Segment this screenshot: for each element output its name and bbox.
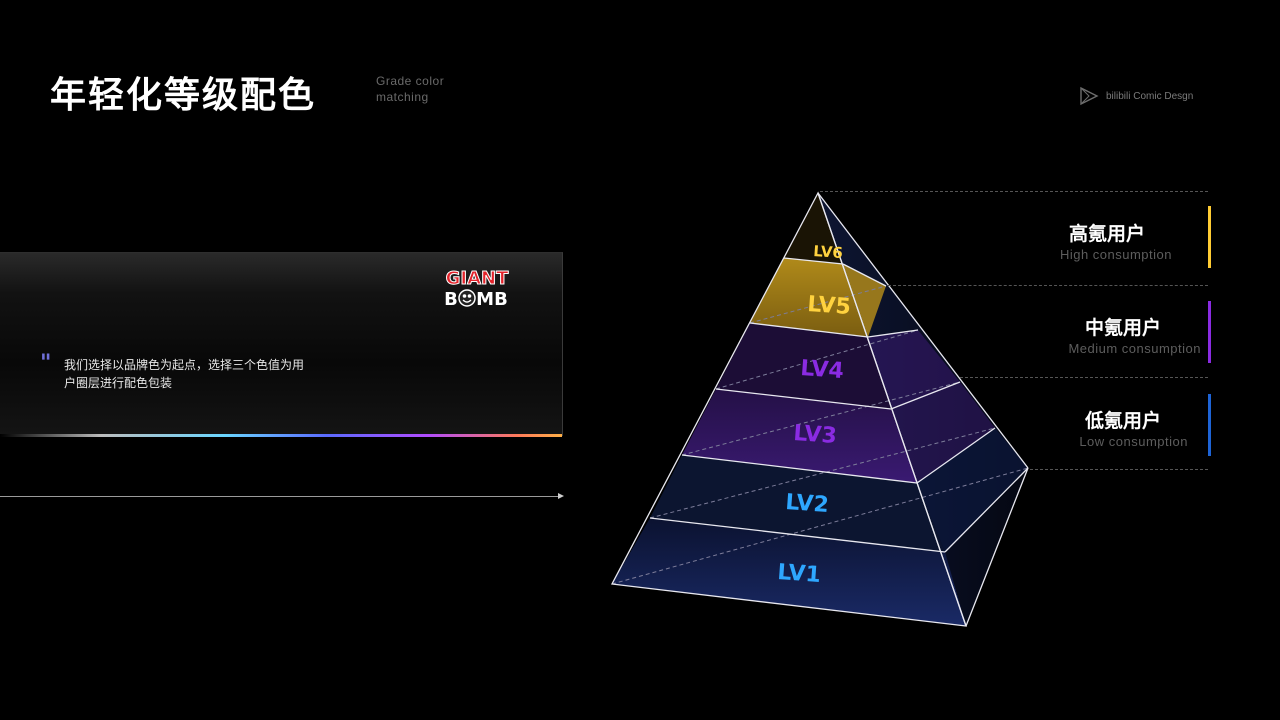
logo-bottom-left-text: B [444, 289, 458, 307]
guide-line-high [888, 285, 1208, 286]
segment-high-title: 高氪用户 [1068, 223, 1145, 245]
segment-low-title: 低氪用户 [1084, 410, 1161, 432]
segment-high-bar [1208, 206, 1211, 268]
timeline-arrow-line [0, 496, 560, 497]
page-title: 年轻化等级配色 [50, 75, 317, 116]
giant-bomb-logo: GIANT B MB [444, 268, 509, 308]
segment-medium-title: 中氪用户 [1084, 317, 1161, 339]
level-label-lv3: LV3 [793, 421, 838, 449]
band-lv3 [682, 389, 917, 483]
brand-label: bilibili Comic Desgn [1106, 90, 1194, 102]
subtitle-line-1: Grade color [376, 74, 445, 88]
level-label-lv6: LV6 [813, 242, 844, 262]
quote-line-2: 户圈层进行配色包装 [64, 376, 173, 390]
band-lv2 [650, 455, 945, 552]
bomb-face-icon [458, 289, 476, 307]
arrow-right-icon [558, 493, 564, 499]
band-lv1 [612, 518, 966, 626]
subtitle-line-2: matching [376, 90, 429, 104]
segment-high-subtitle: High consumption [1059, 247, 1172, 262]
level-label-lv1: LV1 [777, 560, 822, 588]
quote-line-1: 我们选择以品牌色为起点，选择三个色值为用 [64, 358, 305, 372]
logo-bottom-right-text: MB [476, 289, 508, 307]
level-label-lv5: LV5 [807, 292, 852, 320]
quote-text: 我们选择以品牌色为起点，选择三个色值为用 户圈层进行配色包装 [64, 356, 364, 392]
segment-medium-bar [1208, 301, 1211, 363]
guide-line-medium [960, 377, 1208, 378]
quote-card: GIANT B MB " 我们选择以品牌色为起点，选择三个色值为用 户圈层进行配… [0, 252, 563, 437]
segment-low-bar [1208, 394, 1211, 456]
band-lv6 [784, 193, 843, 264]
level-label-lv2: LV2 [785, 490, 830, 518]
logo-top-text: GIANT [446, 268, 509, 289]
guide-line-low [1030, 469, 1208, 470]
play-triangle-icon [1080, 86, 1099, 106]
quote-mark-icon: " [40, 350, 52, 376]
band-lv4 [716, 323, 891, 409]
segment-low-subtitle: Low consumption [1079, 434, 1188, 449]
brand-mark: bilibili Comic Desgn [1078, 86, 1193, 106]
page-subtitle: Grade color matching [376, 73, 444, 105]
level-label-lv4: LV4 [800, 356, 845, 384]
rainbow-underline [0, 434, 562, 437]
guide-line-top [820, 191, 1208, 192]
band-lv5 [750, 258, 868, 337]
segment-medium-subtitle: Medium consumption [1068, 341, 1201, 356]
